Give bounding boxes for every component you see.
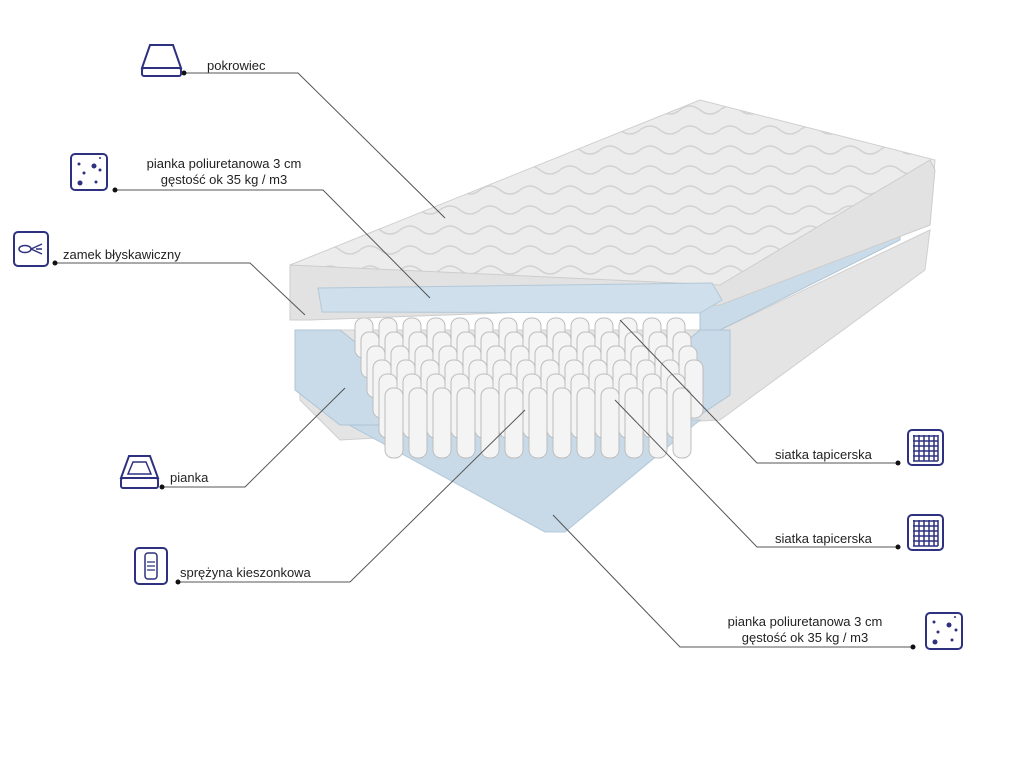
label-bottom-foam-line2: gęstość ok 35 kg / m3 [741, 630, 869, 645]
top-foam-layer [317, 282, 723, 314]
pocket-spring [552, 387, 572, 459]
foam-dots-icon [70, 153, 108, 191]
mesh-icon [907, 429, 944, 466]
pocket-spring [480, 387, 500, 459]
pocket-spring [600, 387, 620, 459]
label-mesh-2: siatka tapicerska [775, 531, 872, 546]
label-zipper: zamek błyskawiczny [63, 247, 181, 262]
pocket-spring [432, 387, 452, 459]
foam-dots-icon [925, 612, 963, 650]
zipper-icon [13, 231, 49, 267]
mesh-icon [907, 514, 944, 551]
pocket-spring [528, 387, 548, 459]
pocket-spring [576, 387, 596, 459]
label-top-foam-line2: gęstość ok 35 kg / m3 [160, 172, 288, 187]
label-bottom-foam-line1: pianka poliuretanowa 3 cm [727, 614, 883, 629]
pocket-spring [624, 387, 644, 459]
pocket-spring [504, 387, 524, 459]
foam-frame-icon [119, 455, 160, 489]
label-mesh-1: siatka tapicerska [775, 447, 872, 462]
label-side-foam: pianka [170, 470, 209, 485]
leader-dots [52, 70, 916, 650]
pocket-spring [456, 387, 476, 459]
label-cover: pokrowiec [207, 58, 266, 73]
pocket-spring [648, 387, 668, 459]
label-bottom-foam: pianka poliuretanowa 3 cm gęstość ok 35 … [700, 614, 910, 646]
leader-lines [55, 72, 913, 648]
pocket-spring [672, 387, 692, 459]
spring-icon [134, 547, 168, 585]
pocket-spring [408, 387, 428, 459]
label-top-foam-line1: pianka poliuretanowa 3 cm [146, 156, 302, 171]
pocket-spring [384, 387, 404, 459]
label-top-foam: pianka poliuretanowa 3 cm gęstość ok 35 … [114, 156, 334, 188]
cover-front-edge [289, 159, 936, 321]
pocket-springs [354, 317, 704, 459]
mattress-cover-icon [140, 44, 183, 77]
label-pocket-spring: sprężyna kieszonkowa [180, 565, 311, 580]
